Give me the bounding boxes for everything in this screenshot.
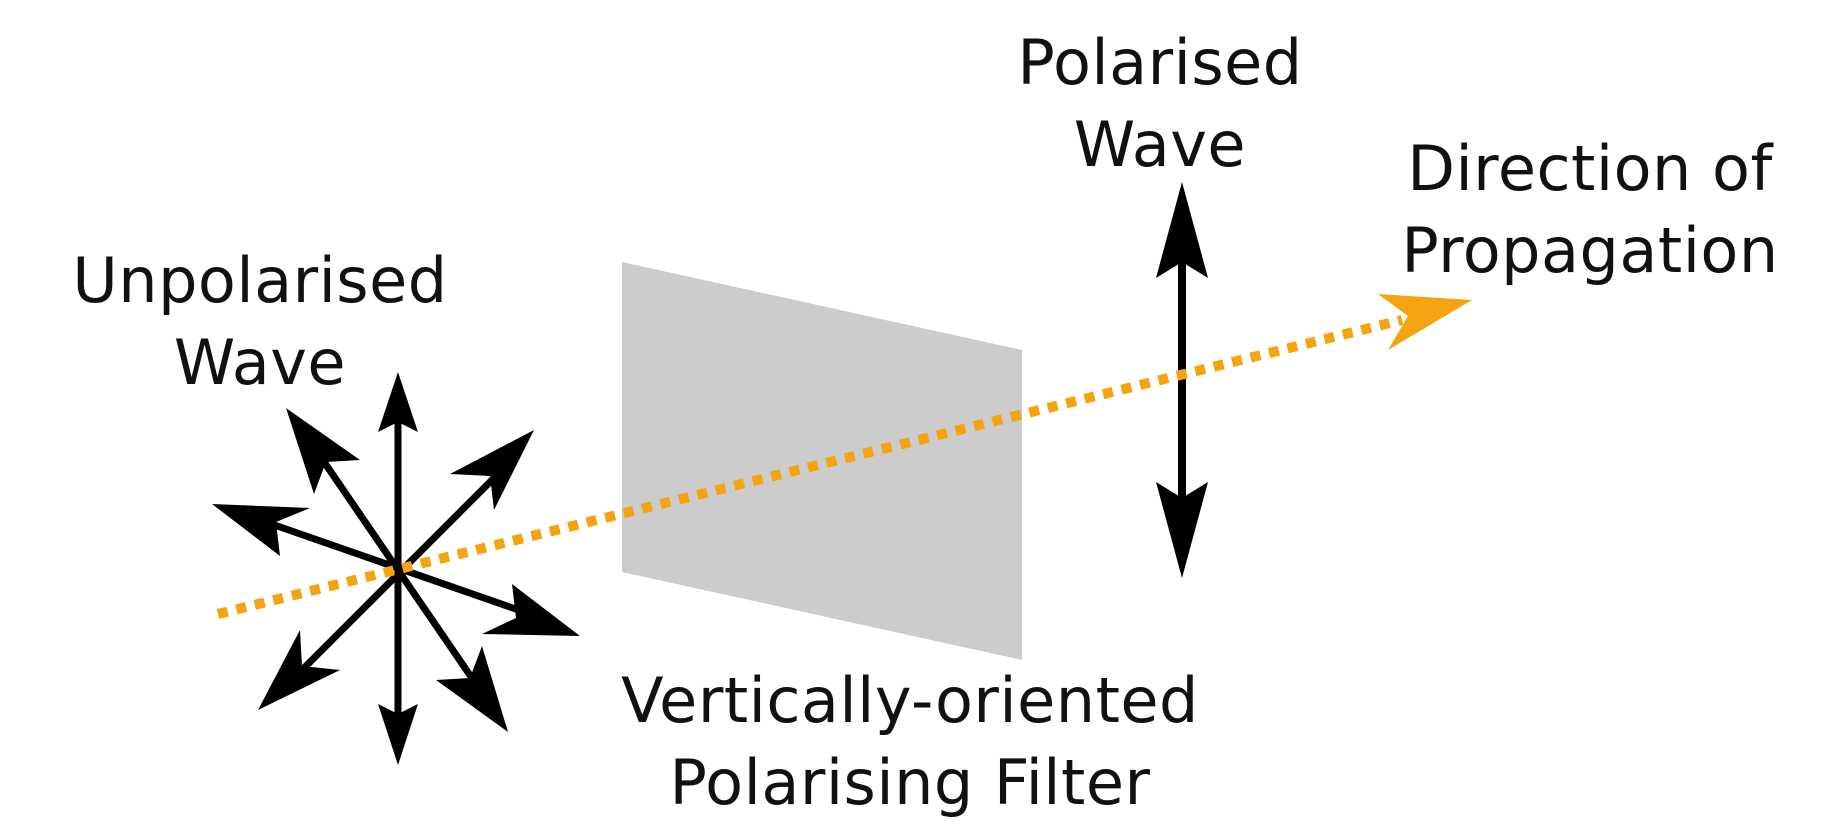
unpolarised-wave-starburst-icon xyxy=(212,372,580,765)
unpolarised-wave-label: Unpolarised Wave xyxy=(60,240,460,404)
double-arrow-diagonal-shallow xyxy=(212,504,580,636)
polarised-wave-label: Polarised Wave xyxy=(960,22,1360,186)
propagation-ray-icon xyxy=(216,294,1472,619)
unpolarised-label-line-1: Unpolarised xyxy=(72,244,448,317)
polarised-label-line-1: Polarised xyxy=(1017,26,1303,99)
direction-of-propagation-label: Direction of Propagation xyxy=(1360,128,1820,292)
filter-label-line-2: Polarising Filter xyxy=(669,746,1151,819)
double-arrow-diagonal-45 xyxy=(258,430,534,710)
polarised-wave-arrow-icon xyxy=(1156,182,1208,578)
filter-label-line-1: Vertically-oriented xyxy=(621,664,1199,737)
direction-label-line-1: Direction of xyxy=(1407,132,1773,205)
polarised-label-line-2: Wave xyxy=(1073,108,1247,181)
polarising-filter-label: Vertically-oriented Polarising Filter xyxy=(560,660,1260,824)
polarising-filter-panel xyxy=(622,262,1022,660)
direction-label-line-2: Propagation xyxy=(1401,214,1779,287)
unpolarised-label-line-2: Wave xyxy=(173,326,347,399)
